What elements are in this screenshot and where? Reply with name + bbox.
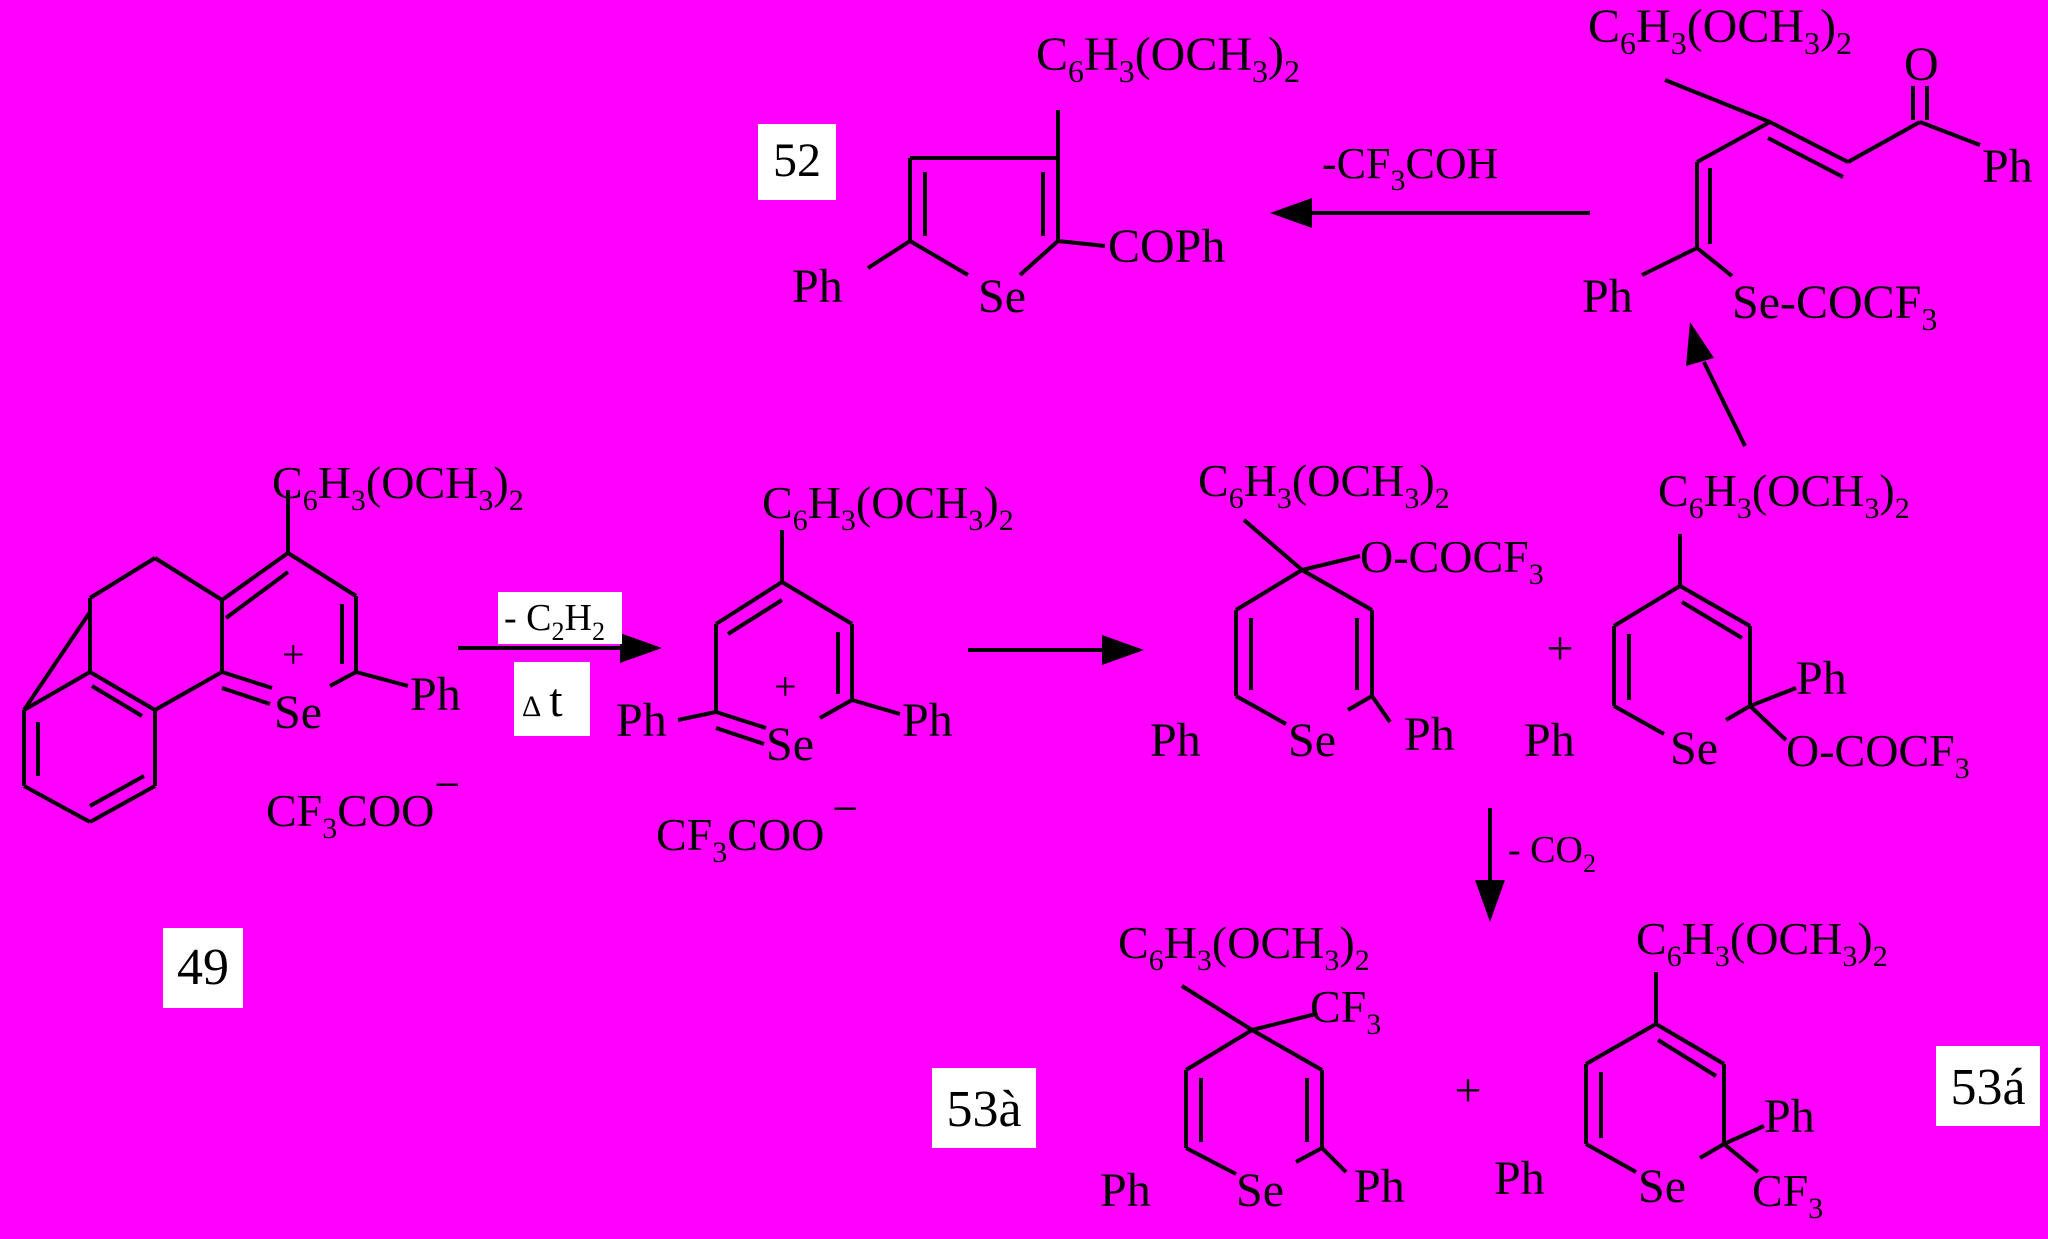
sp-phenyl-right: Ph (902, 694, 953, 747)
c53b-phenyl-left: Ph (1494, 1152, 1545, 1205)
c52-benzoyl: COPh (1108, 220, 1225, 273)
a2h-aryl-substituent: C6H3(OCH3)2 (1658, 465, 1910, 525)
sp-plus-charge: + (774, 664, 797, 709)
c49-aryl-substituent: C6H3(OCH3)2 (272, 457, 524, 517)
reagent-minus-c2h2: - C2H2 (504, 597, 605, 646)
c53a-phenyl-right: Ph (1354, 1160, 1405, 1213)
c53b-aryl-substituent: C6H3(OCH3)2 (1636, 913, 1888, 973)
adduct-4h-structure (1234, 518, 1392, 726)
a4h-phenyl-left: Ph (1150, 714, 1201, 767)
c53a-aryl-substituent: C6H3(OCH3)2 (1118, 917, 1370, 977)
a4h-aryl-substituent: C6H3(OCH3)2 (1198, 455, 1450, 515)
a2h-phenyl-gem: Ph (1796, 652, 1847, 705)
c53a-trifluoromethyl: CF3 (1310, 981, 1381, 1041)
reagent-c2h2-box (498, 592, 622, 644)
reagent-minus-cf3coh: -CF3COH (1322, 139, 1498, 197)
arrow-up-to-open-chain (1686, 322, 1747, 447)
adduct-2h-structure (1612, 534, 1797, 742)
compound-49-structure (22, 490, 409, 824)
compound-label-53a-box (932, 1068, 1036, 1148)
compound-label-53b-box (1936, 1046, 2040, 1126)
c49-anion: CF3COO− (266, 759, 460, 845)
oi-phenyl-ketone: Ph (1982, 140, 2033, 193)
reagent-minus-co2: - CO2 (1508, 829, 1596, 878)
c52-selenium: Se (978, 270, 1026, 323)
compound-53b-structure (1584, 972, 1765, 1174)
open-chain-intermediate-structure (1641, 78, 1981, 278)
plus-between-products: + (1454, 1064, 1481, 1117)
arrow-minus-co2 (1475, 808, 1505, 922)
sp-anion: CF3COO− (656, 783, 858, 869)
c52-phenyl: Ph (792, 260, 843, 313)
compound-label-49-box (163, 928, 243, 1008)
compound-label-49: 49 (177, 939, 229, 996)
c52-aryl-substituent: C6H3(OCH3)2 (1036, 28, 1300, 89)
compound-53a-structure (1180, 984, 1348, 1176)
c49-selenium: Se (274, 686, 322, 739)
c53b-selenium: Se (1638, 1160, 1686, 1213)
oi-aryl-substituent: C6H3(OCH3)2 (1588, 0, 1852, 61)
compound-label-52-box (758, 124, 836, 200)
a4h-phenyl-right: Ph (1404, 708, 1455, 761)
compound-52-structure (866, 110, 1106, 277)
a2h-phenyl-left: Ph (1524, 714, 1575, 767)
arrow-minus-c2h2 (458, 633, 662, 663)
compound-label-53b: 53á (1950, 1059, 2025, 1116)
sp-aryl-substituent: C6H3(OCH3)2 (762, 477, 1014, 537)
sp-selenium: Se (766, 718, 814, 771)
oi-phenyl: Ph (1582, 270, 1633, 323)
a4h-trifluoroacetoxy: O-COCF3 (1360, 531, 1544, 591)
c53b-trifluoromethyl: CF3 (1752, 1165, 1823, 1225)
a2h-selenium: Se (1670, 722, 1718, 775)
plus-between-adducts: + (1546, 622, 1573, 675)
compound-label-53a: 53à (946, 1081, 1021, 1138)
c49-plus-charge: + (282, 632, 305, 677)
c53a-selenium: Se (1236, 1164, 1284, 1217)
oi-seleno-acyl: Se-COCF3 (1732, 276, 1937, 337)
compound-label-52: 52 (773, 134, 821, 187)
selenopyrylium-structure (677, 530, 901, 746)
arrow-to-adducts (968, 635, 1144, 665)
arrow-minus-cf3coh (1270, 198, 1590, 228)
oi-carbonyl-oxygen: O (1904, 38, 1939, 91)
c49-phenyl: Ph (410, 668, 461, 721)
c53a-phenyl-left: Ph (1100, 1164, 1151, 1217)
sp-phenyl-left: Ph (616, 694, 667, 747)
c53b-phenyl-gem: Ph (1764, 1090, 1815, 1143)
reagent-heat-box (514, 662, 590, 736)
a4h-selenium: Se (1288, 714, 1336, 767)
a2h-trifluoroacetoxy: O-COCF3 (1786, 725, 1970, 785)
